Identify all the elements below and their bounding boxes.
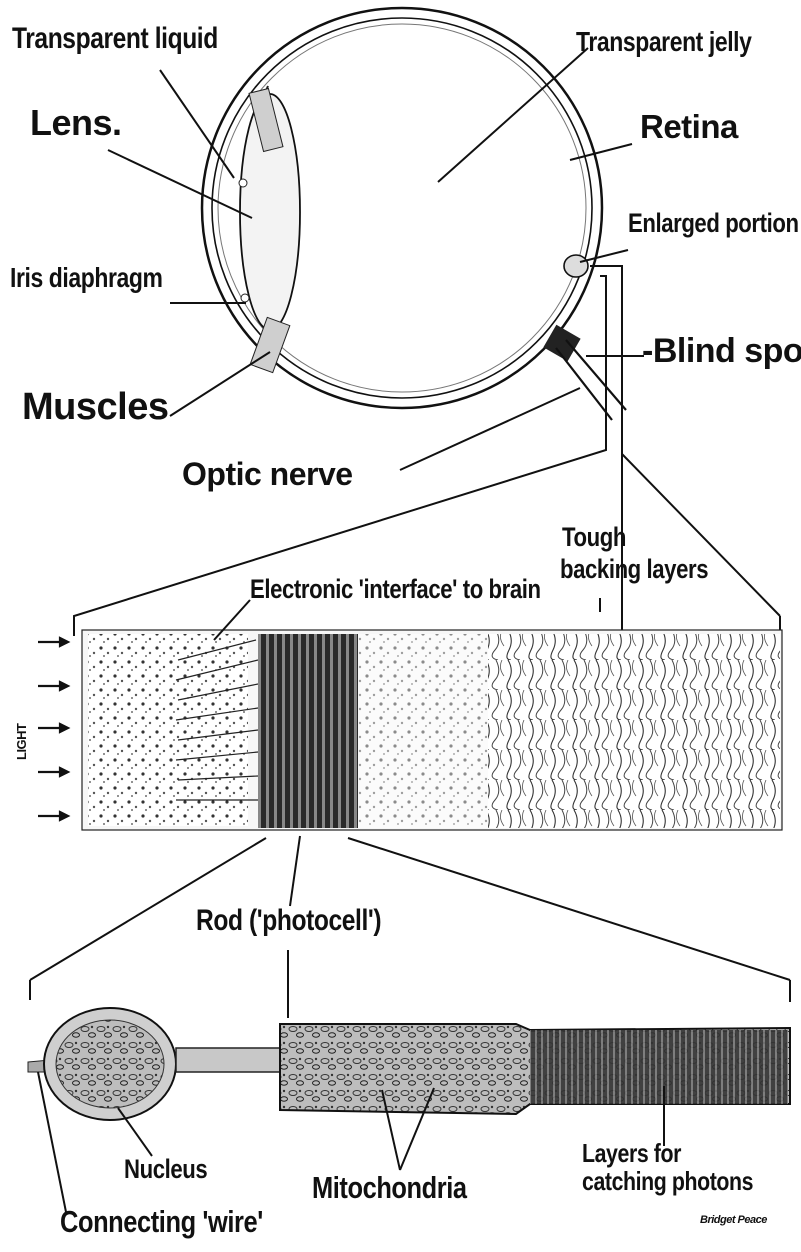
- label-transparent-jelly: Transparent jelly: [576, 26, 752, 58]
- light-arrow-4: [38, 768, 68, 776]
- label-retina: Retina: [640, 108, 738, 146]
- label-backing-layers: backing layers: [560, 554, 708, 585]
- label-light: LIGHT: [14, 724, 29, 761]
- rod-cell: [28, 1008, 790, 1120]
- nucleus-shape: [56, 1020, 164, 1108]
- label-optic-nerve: Optic nerve: [182, 456, 353, 493]
- ganglion-layer: [88, 634, 248, 826]
- iris-dot-upper: [239, 179, 247, 187]
- label-enlarged-portion: Enlarged portion: [628, 208, 799, 239]
- light-arrows: [38, 638, 68, 820]
- light-arrow-3: [38, 724, 68, 732]
- zoom-lines-rod: [30, 836, 790, 1018]
- label-layers-for: Layers for: [582, 1138, 681, 1169]
- light-arrow-2: [38, 682, 68, 690]
- label-mitochondria: Mitochondria: [312, 1170, 467, 1206]
- label-iris-diaphragm: Iris diaphragm: [10, 262, 162, 294]
- label-lens: Lens.: [30, 102, 122, 144]
- iris-dot-lower: [241, 294, 249, 302]
- label-nucleus: Nucleus: [124, 1154, 207, 1185]
- label-tough: Tough: [562, 522, 626, 553]
- rods-layer: [258, 634, 358, 828]
- light-arrow-1: [38, 638, 68, 646]
- pigment-layer: [358, 634, 488, 828]
- backing-layers: [488, 634, 780, 828]
- label-rod-photocell: Rod ('photocell'): [196, 904, 381, 938]
- label-connecting-wire: Connecting 'wire': [60, 1204, 263, 1240]
- label-credit: Bridget Peace: [700, 1214, 767, 1226]
- rod-neck: [176, 1048, 280, 1072]
- photon-layers-stack: [530, 1030, 788, 1104]
- label-blind-spot: -Blind spot: [642, 332, 801, 371]
- retina-section: [82, 630, 782, 830]
- label-transparent-liquid: Transparent liquid: [12, 22, 218, 56]
- enlarged-portion-circle: [564, 255, 588, 277]
- light-arrow-5: [38, 812, 68, 820]
- label-catching-photons: catching photons: [582, 1166, 753, 1197]
- label-electronic-interface: Electronic 'interface' to brain: [250, 574, 541, 605]
- label-muscles: Muscles: [22, 386, 168, 429]
